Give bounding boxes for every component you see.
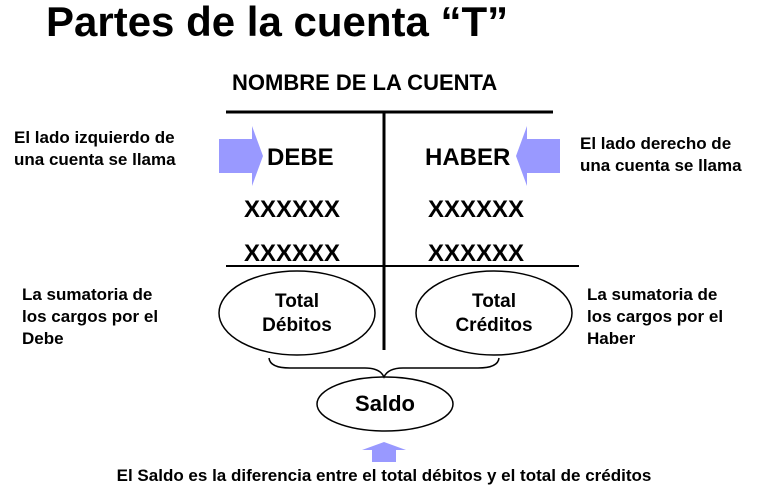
total-credits-ellipse [415,270,573,356]
left-sum-note: La sumatoria de los cargos por el Debe [22,284,158,350]
left-sum-note-line: los cargos por el [22,307,159,326]
balance-note: El Saldo es la diferencia entre el total… [116,466,652,485]
total-debits-line: Total [275,291,319,312]
right-sum-note: La sumatoria de los cargos por el Haber [587,284,723,350]
left-side-note-line: El lado izquierdo de [14,128,175,147]
haber-entry: XXXXXX [428,240,525,267]
haber-entry: XXXXXX [428,196,525,223]
total-debits-label: Total Débitos [227,290,367,338]
right-sum-note-line: La sumatoria de [587,285,718,304]
total-debits-line: Débitos [262,315,332,336]
total-credits-label: Total Créditos [424,290,564,338]
left-side-note: El lado izquierdo de una cuenta se llama [14,127,176,171]
total-credits-line: Créditos [455,315,533,336]
arrow-up-icon [362,442,406,462]
balance-ellipse [316,376,454,432]
debe-header: DEBE [267,144,334,171]
left-side-note-line: una cuenta se llama [14,150,176,169]
right-sum-note-line: los cargos por el [587,307,724,326]
debe-entry: XXXXXX [244,196,341,223]
total-debits-ellipse [218,270,376,356]
right-sum-note-line: Haber [587,329,636,348]
account-name: NOMBRE DE LA CUENTA [232,70,498,95]
brace [268,357,500,379]
total-credits-line: Total [472,291,516,312]
haber-header: HABER [425,144,511,171]
debe-entry: XXXXXX [244,240,341,267]
balance-label: Saldo [355,391,415,416]
page-title: Partes de la cuenta “T” [46,0,509,45]
left-sum-note-line: Debe [22,329,64,348]
arrow-right-icon [219,126,263,186]
arrow-left-icon [516,126,560,186]
right-side-note: El lado derecho de una cuenta se llama [580,133,742,177]
left-sum-note-line: La sumatoria de [22,285,153,304]
right-side-note-line: una cuenta se llama [580,156,742,175]
right-side-note-line: El lado derecho de [580,134,732,153]
